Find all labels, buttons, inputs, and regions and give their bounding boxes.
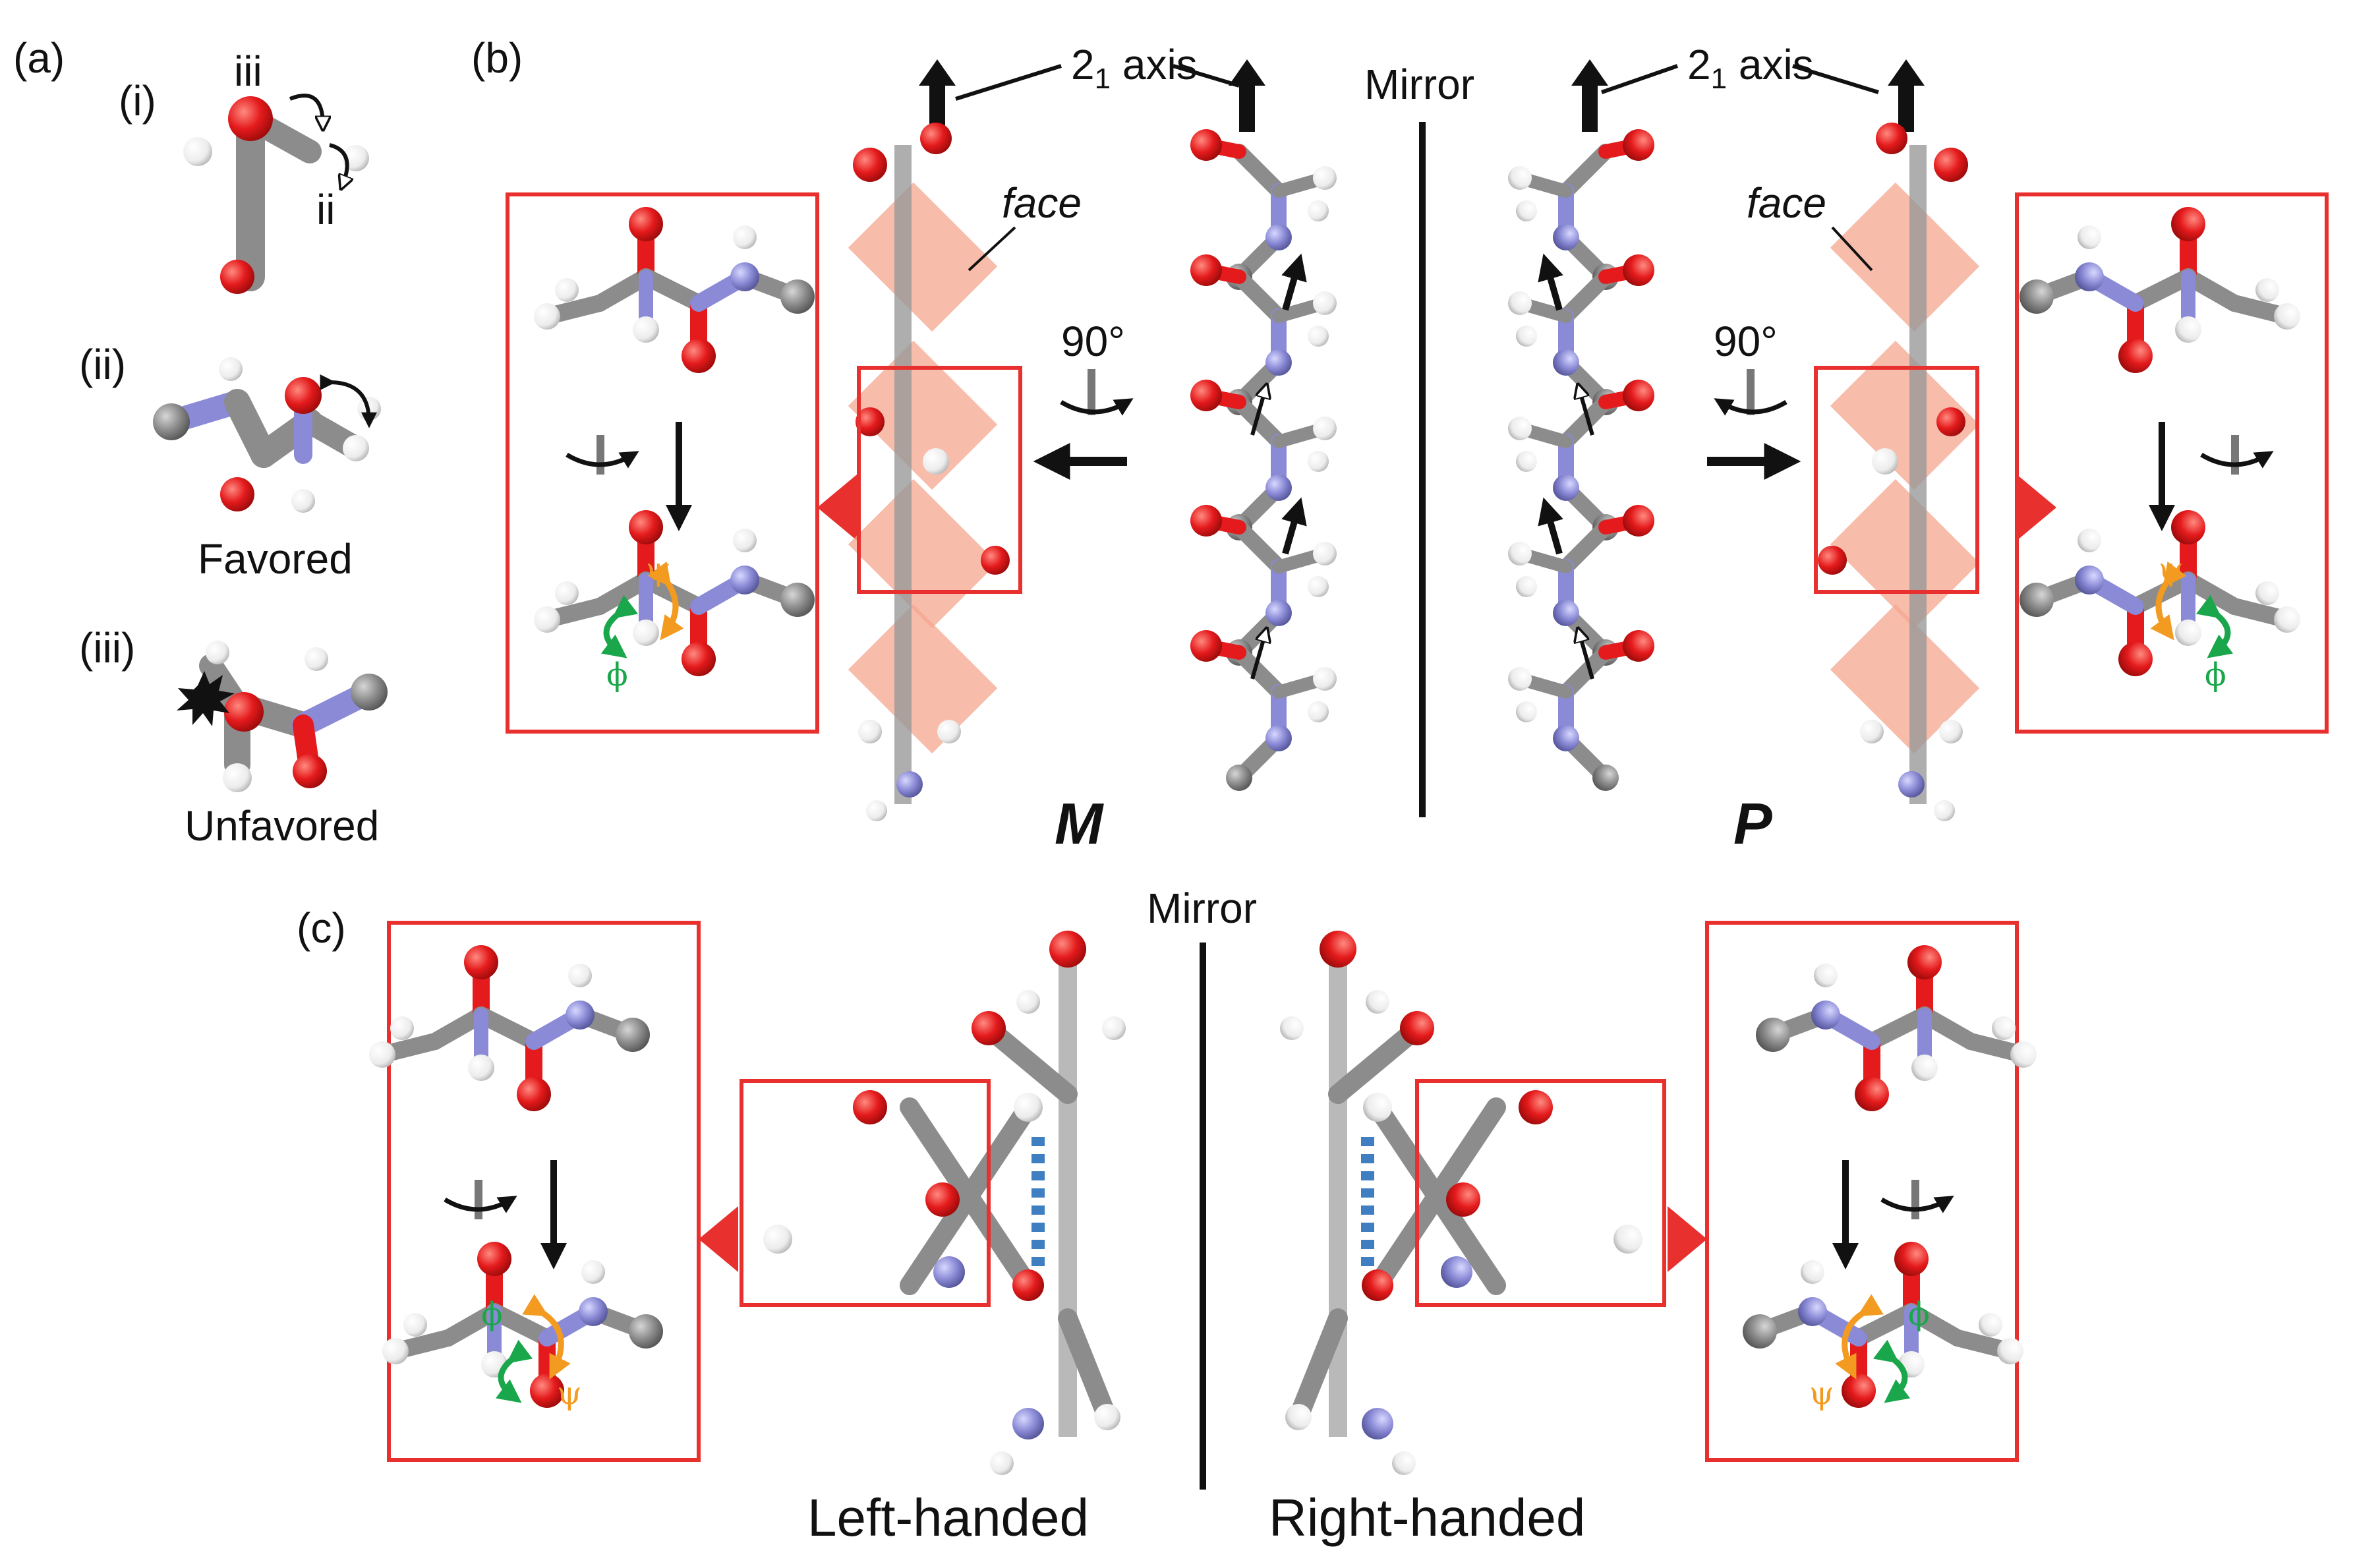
- phi-label: ϕ: [1908, 1296, 1930, 1333]
- sub-label-ii: (ii): [79, 341, 126, 388]
- unfavored-label: Unfavored: [185, 802, 379, 850]
- psi-arrow: [1835, 1294, 1884, 1379]
- rotation-label-right: 90°: [1714, 318, 1778, 365]
- turn-left-handed: [763, 931, 1126, 1475]
- rotation-label-iii: iii: [234, 47, 262, 95]
- psi-label: ψ: [557, 1375, 582, 1412]
- inset-region-right: [1814, 366, 1979, 594]
- inset-pointer: [699, 1206, 738, 1272]
- psi-arrow: [2150, 561, 2187, 641]
- psi-arrow: [522, 1294, 571, 1379]
- axis-label-sub: 1: [1095, 63, 1111, 95]
- svg-text:21 axis: 21 axis: [1687, 41, 1814, 95]
- mirror-label-b: Mirror: [1364, 61, 1474, 108]
- rotation-arrow-iii: [289, 94, 323, 125]
- rotation-arrow-ii: [329, 143, 347, 185]
- panel-a-label: (a): [13, 34, 65, 82]
- screw-axis-icon: [1571, 59, 1608, 132]
- axis-label-main: 2: [1687, 41, 1711, 88]
- left-handed-label: Left-handed: [807, 1488, 1089, 1547]
- inset-pointer: [2017, 475, 2056, 540]
- helix-label-p: P: [1733, 791, 1772, 856]
- axis-label-rest: axis: [1111, 41, 1198, 88]
- psi-arrow: [647, 561, 684, 641]
- axis-label-right: 21 axis: [1601, 41, 1879, 95]
- strand-m-outer: [848, 123, 1010, 821]
- strand-p-inner: [1508, 129, 1654, 791]
- axis-label-main: 2: [1071, 41, 1095, 88]
- helix-label-m: M: [1055, 791, 1104, 856]
- axis-label-sub: 1: [1711, 63, 1727, 95]
- face-label-left: face: [1002, 179, 1082, 227]
- inset-box-right: [2015, 192, 2329, 734]
- panel-b: (b) 21 axis 21 axis Mirror: [471, 34, 2329, 856]
- rotation-arrow-favored: [320, 374, 377, 428]
- inset-pointer: [1668, 1206, 1707, 1272]
- phi-label: ϕ: [481, 1296, 503, 1333]
- mirror-label-c: Mirror: [1147, 885, 1257, 932]
- right-handed-label: Right-handed: [1269, 1488, 1585, 1547]
- phi-arrow: [600, 595, 639, 658]
- sub-label-iii: (iii): [79, 624, 135, 672]
- rotation-icon: [444, 1180, 517, 1219]
- rotation-label-ii: ii: [316, 186, 335, 233]
- favored-label: Favored: [198, 535, 353, 583]
- rotation-icon: [566, 435, 639, 475]
- psi-label: ψ: [646, 551, 671, 588]
- rotation-icon: [1060, 369, 1134, 416]
- panel-b-label: (b): [471, 34, 523, 82]
- psi-label: ψ: [1809, 1375, 1834, 1412]
- rotation-icon: [1880, 1180, 1954, 1219]
- molecule-i: iii ii: [183, 47, 369, 294]
- face-label-right: face: [1747, 179, 1826, 227]
- strand-p-outer: [1818, 123, 1980, 821]
- inset-box-left: [506, 192, 819, 734]
- phi-arrow: [495, 1339, 533, 1403]
- axis-label-rest: axis: [1727, 41, 1814, 88]
- panel-a: (a) (i) (ii) (iii) iii ii: [13, 34, 388, 850]
- inset-region-left-c: [740, 1079, 991, 1307]
- molecule-iii-unfavored: [177, 641, 388, 792]
- panel-c: (c) Mirror ϕ ψ: [297, 885, 2037, 1547]
- psi-label: ψ: [2159, 551, 2184, 588]
- rotation-icon: [1714, 369, 1787, 416]
- phi-label: ϕ: [2205, 656, 2226, 693]
- panel-c-label: (c): [297, 904, 346, 952]
- turn-right-handed: [1280, 931, 1642, 1475]
- clash-icon: [177, 671, 235, 726]
- inset-region-right-c: [1415, 1079, 1666, 1307]
- screw-axis-icon: [1229, 59, 1265, 132]
- axis-label-left: 21 axis: [955, 41, 1240, 101]
- inset-region-left: [857, 366, 1022, 594]
- inset-pointer: [817, 475, 857, 540]
- phi-arrow: [1873, 1339, 1911, 1403]
- rotation-icon: [2200, 435, 2274, 475]
- phi-label: ϕ: [606, 656, 628, 693]
- phi-arrow: [2195, 595, 2234, 658]
- screw-axis-icon: [1888, 59, 1925, 132]
- inset-box-left-c: [387, 921, 701, 1462]
- strand-m-inner: [1190, 129, 1337, 791]
- screw-axis-icon: [919, 59, 956, 132]
- molecule-ii-favored: [153, 357, 381, 513]
- sub-label-i: (i): [119, 77, 156, 125]
- rotation-label-left: 90°: [1061, 318, 1125, 365]
- inset-box-right-c: [1705, 921, 2019, 1462]
- svg-text:21 axis: 21 axis: [1071, 41, 1198, 95]
